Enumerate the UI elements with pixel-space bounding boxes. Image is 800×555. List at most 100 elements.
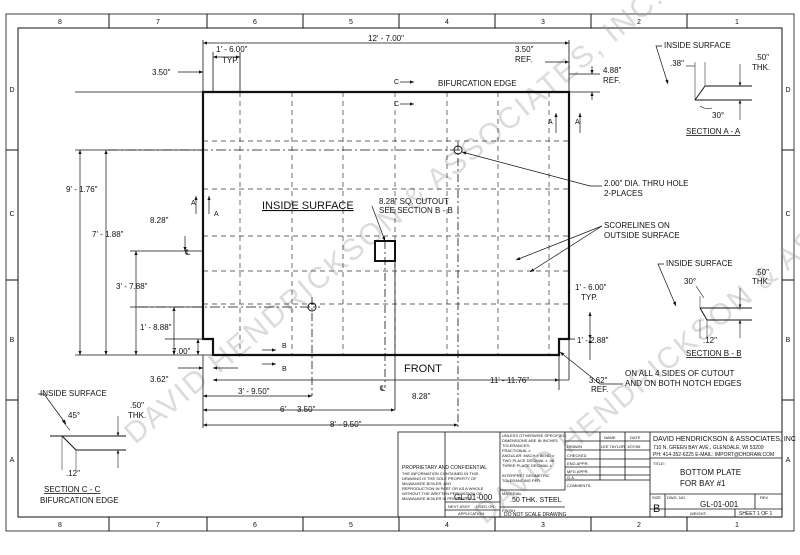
zone-col-bottom: 2 (637, 522, 641, 529)
spec-line: TWO PLACE DECIMAL ± .06 (502, 458, 555, 463)
section-b-label: INSIDE SURFACE (666, 259, 733, 268)
centerline-symbol: ℄ (380, 384, 386, 393)
proprietary-note: MILWAUKEE BOILER. ANY (402, 481, 452, 486)
section-marker-b: B (282, 343, 287, 350)
zone-col-bottom: 7 (156, 522, 160, 529)
section-a-dim: .38" (670, 59, 684, 68)
dim-bottom-2b: 3.50" (297, 405, 316, 414)
material-label: MATERIAL (502, 491, 522, 496)
cutout-note: SEE SECTION B - B (379, 206, 453, 215)
section-marker-b: B (282, 366, 287, 373)
spec-line: UNLESS OTHERWISE SPECIFIED: (502, 433, 567, 438)
comments-label: COMMENTS: (567, 483, 591, 488)
zone-col-top: 3 (541, 19, 545, 26)
sheet-number: SHEET 1 OF 1 (739, 511, 772, 517)
zone-col-top: 5 (349, 19, 353, 26)
drawn-label: DRAWN (567, 444, 582, 449)
dim-right-ref-note: REF. (515, 55, 532, 64)
section-a-thk: .50" (755, 53, 769, 62)
dim-overall-height: 9' - 1.76" (66, 185, 98, 194)
spec-line: INTERPRET GEOMETRIC (502, 473, 550, 478)
section-c-dim: .12" (66, 469, 80, 478)
section-c-angle: 45° (68, 411, 80, 420)
dim-spacing-typ-note: TYP. (222, 56, 239, 65)
dim-bottom-right-ref: 3.62" (589, 376, 608, 385)
dim-hole2-height: 1' - 8.88" (140, 323, 172, 332)
center-extension-lines (75, 40, 600, 430)
section-marker-c: C (394, 101, 399, 108)
thru-hole (307, 302, 317, 312)
company-name: DAVID HENDRICKSON & ASSOCIATES, INC (653, 436, 796, 443)
thru-hole (453, 145, 463, 155)
inside-surface-label: INSIDE SURFACE (262, 200, 354, 212)
title-block (397, 431, 783, 518)
section-b-b: INSIDE SURFACE .50" THK. 30° .12" SECTIO… (657, 259, 770, 358)
zone-col-bottom: 8 (58, 522, 62, 529)
hole-callout: 2-PLACES (604, 189, 643, 198)
checked-label: CHECKED (567, 453, 587, 458)
cutout-note: 8.28" SQ. CUTOUT (379, 197, 449, 206)
dim-right-spacing: 1' - 6.00" (575, 283, 607, 292)
dim-bottom-1: 3' - 9.50" (238, 387, 270, 396)
section-marker-a: A (575, 119, 580, 126)
spec-line: FRACTIONAL ± (502, 448, 531, 453)
plate-labels: BIFURCATION EDGE FRONT INSIDE SURFACE 8.… (185, 79, 517, 393)
application-label: APPLICATION (458, 511, 484, 516)
hole-callout: 2.00" DIA. THRU HOLE (604, 179, 689, 188)
dwg-no-label: DWG. NO. (667, 495, 686, 500)
zone-col-top: 4 (445, 19, 449, 26)
company-address: 710 N. GREEN BAY AVE., GLENDALE, WI 5320… (653, 445, 764, 451)
centerline-symbol: ℄ (185, 248, 191, 257)
dimension-lines (78, 41, 594, 427)
proprietary-note: WITHOUT THE WRITTEN PERMISSION OF (402, 491, 482, 496)
proprietary-note: THE INFORMATION CONTAINED IN THIS (402, 471, 479, 476)
dim-bottom-cut: 8.28" (412, 392, 431, 401)
edge-label-top: BIFURCATION EDGE (438, 79, 517, 88)
zone-col-bottom: 4 (445, 522, 449, 529)
section-a-label: INSIDE SURFACE (664, 41, 731, 50)
eng-appr-label: ENG APPR. (567, 461, 589, 466)
edge-label-bottom: FRONT (404, 363, 442, 375)
proprietary-note: REPRODUCTION IN PART OR AS A WHOLE (402, 486, 484, 491)
spec-line: ANGULAR: MACH ± BEND ± (502, 453, 555, 458)
zone-col-bottom: 3 (541, 522, 545, 529)
size-label: SIZE (652, 495, 661, 500)
spec-line: THREE PLACE DECIMAL ± (502, 463, 553, 468)
title-block-text: PROPRIETARY AND CONFIDENTIAL THE INFORMA… (402, 433, 796, 518)
dim-bottom-2a: 6' (280, 405, 286, 414)
dim-top-ref-note: REF. (603, 76, 620, 85)
proprietary-note: MILWAUKEE BOILER IS PROHIBITED. (402, 496, 473, 501)
drawing-number: GL-01-001 (700, 500, 739, 509)
proprietary-note: DRAWING IS THE SOLE PROPERTY OF (402, 476, 477, 481)
dimension-text: 12' - 7.00" 1' - 6.00" TYP. 3.50" 3.50" … (66, 34, 622, 429)
dim-right-ref: 3.50" (515, 45, 534, 54)
dim-notch-height: 7.00" (172, 347, 191, 356)
spec-line: TOLERANCES: (502, 443, 530, 448)
thru-holes (307, 145, 463, 312)
finish-label: FINISH (502, 508, 515, 513)
bevel-note: AND ON BOTH NOTCH EDGES (625, 379, 741, 388)
proprietary-note: PROPRIETARY AND CONFIDENTIAL (402, 465, 487, 471)
border-zone-labels: 8 7 6 5 4 3 2 1 8 7 6 5 4 3 2 1 D C B A … (9, 19, 790, 529)
section-b-thk: .50" (755, 268, 769, 277)
section-c-label: INSIDE SURFACE (40, 389, 107, 398)
dim-bottom-right-ref-note: REF. (591, 385, 608, 394)
section-b-dim: .12" (703, 336, 717, 345)
section-c-subtitle: BIFURCATION EDGE (40, 496, 119, 505)
qa-label: Q.A. (567, 475, 575, 480)
dim-spacing-typ: 1' - 6.00" (216, 45, 248, 54)
drawing-title: FOR BAY #1 (680, 479, 726, 488)
used-on-label: USED ON (476, 504, 494, 509)
name-header: NAME (604, 435, 616, 440)
next-assy-label: NEXT ASSY (448, 504, 470, 509)
section-b-angle: 30° (684, 277, 696, 286)
zone-row-right: A (786, 457, 791, 464)
zone-row-right: D (785, 87, 790, 94)
title-label: TITLE: (653, 461, 665, 466)
company-contact: PH: 414-352-6225 E-MAIL: IMPORT@DHDRAW.C… (653, 452, 774, 458)
dim-overall-width: 12' - 7.00" (368, 34, 404, 43)
drawing-title: BOTTOM PLATE (680, 468, 741, 477)
drawn-name: LEE TAYLOR (601, 444, 625, 449)
section-c-thk-note: THK. (128, 411, 146, 420)
